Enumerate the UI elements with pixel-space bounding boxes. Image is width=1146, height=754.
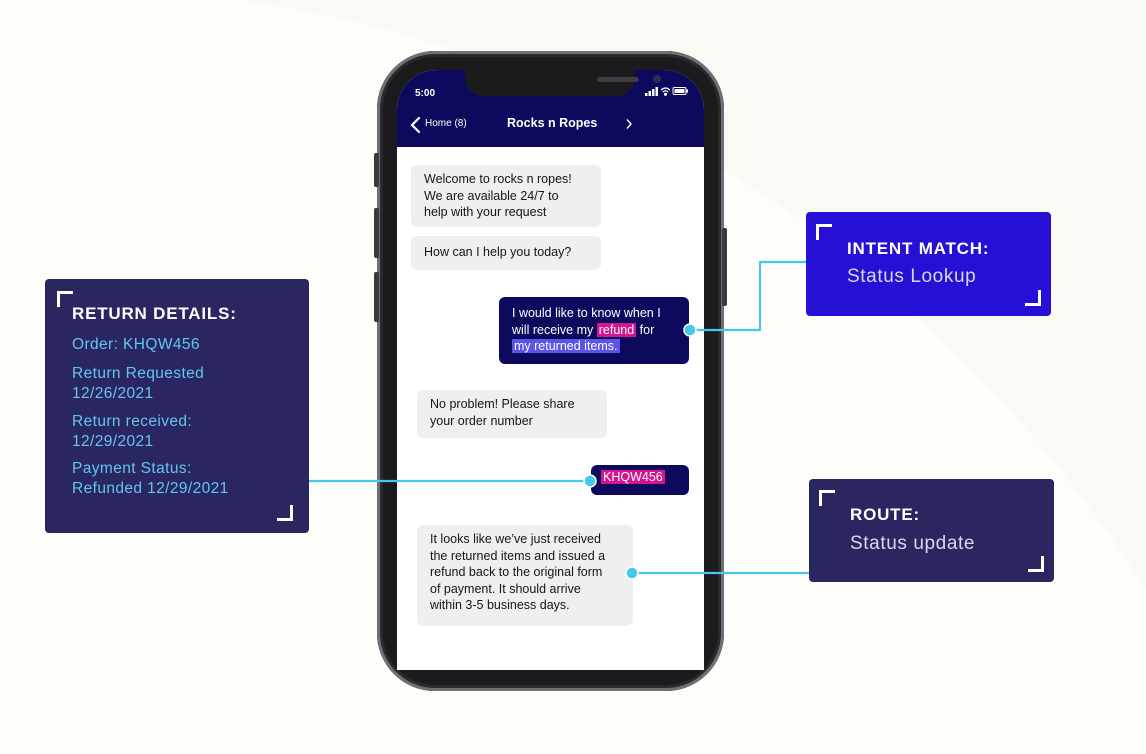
corner-bracket-icon [819, 490, 835, 506]
speaker-grille [597, 77, 639, 82]
back-home-link[interactable]: Home (8) [425, 118, 467, 129]
return-order: Order: KHQW456 [72, 336, 200, 353]
signal-icon [645, 87, 658, 96]
battery-icon [672, 87, 688, 95]
status-time: 5:00 [415, 88, 436, 99]
corner-bracket-icon [1025, 290, 1041, 306]
order-number-highlight: KHQW456 [601, 470, 665, 484]
corner-bracket-icon [57, 291, 73, 307]
chevron-right-icon[interactable] [625, 118, 633, 130]
bot-message-help: How can I help you today? [411, 236, 601, 270]
return-requested-date: 12/26/2021 [72, 385, 154, 402]
payment-status-label: Payment Status: [72, 460, 192, 477]
chat-header: 5:00 Home (8) Rocks n Ropes [397, 70, 704, 147]
phone-side-button [374, 208, 379, 258]
return-received-date: 12/29/2021 [72, 433, 154, 450]
return-details-card: RETURN DETAILS: Order: KHQW456 Return Re… [45, 279, 309, 533]
return-details-title: RETURN DETAILS: [72, 304, 237, 323]
chevron-left-icon[interactable] [409, 116, 423, 134]
camera-icon [653, 75, 661, 83]
bot-message-welcome: Welcome to rocks n ropes! We are availab… [411, 165, 601, 227]
bot-message-order-request: No problem! Please share your order numb… [417, 390, 607, 438]
intent-match-value: Status Lookup [847, 266, 977, 287]
status-icons [645, 87, 688, 96]
wifi-icon [660, 87, 671, 96]
route-card: ROUTE: Status update [809, 479, 1054, 582]
chat-title: Rocks n Ropes [507, 116, 598, 130]
corner-bracket-icon [816, 224, 832, 240]
phone-screen: 5:00 Home (8) Rocks n Ropes [397, 70, 704, 670]
route-value: Status update [850, 533, 976, 554]
payment-status-value: Refunded 12/29/2021 [72, 480, 229, 497]
phone-side-button [374, 153, 379, 187]
bot-message-refund-status: It looks like we’ve just received the re… [417, 525, 633, 626]
intent-match-card: INTENT MATCH: Status Lookup [806, 212, 1051, 316]
return-requested-label: Return Requested [72, 365, 205, 382]
user-message-order-number: KHQW456 [591, 465, 689, 495]
phone-notch [465, 70, 661, 96]
intent-highlight-refund: refund [596, 322, 637, 337]
corner-bracket-icon [277, 505, 293, 521]
corner-bracket-icon [1028, 556, 1044, 572]
phone-power-button [722, 228, 727, 306]
intent-match-title: INTENT MATCH: [847, 239, 990, 258]
phone-side-button [374, 272, 379, 322]
return-received-label: Return received: [72, 413, 193, 430]
user-message-refund: I would like to know when I will receive… [499, 297, 689, 364]
intent-highlight-items: my returned items. [512, 339, 620, 353]
route-title: ROUTE: [850, 505, 920, 524]
